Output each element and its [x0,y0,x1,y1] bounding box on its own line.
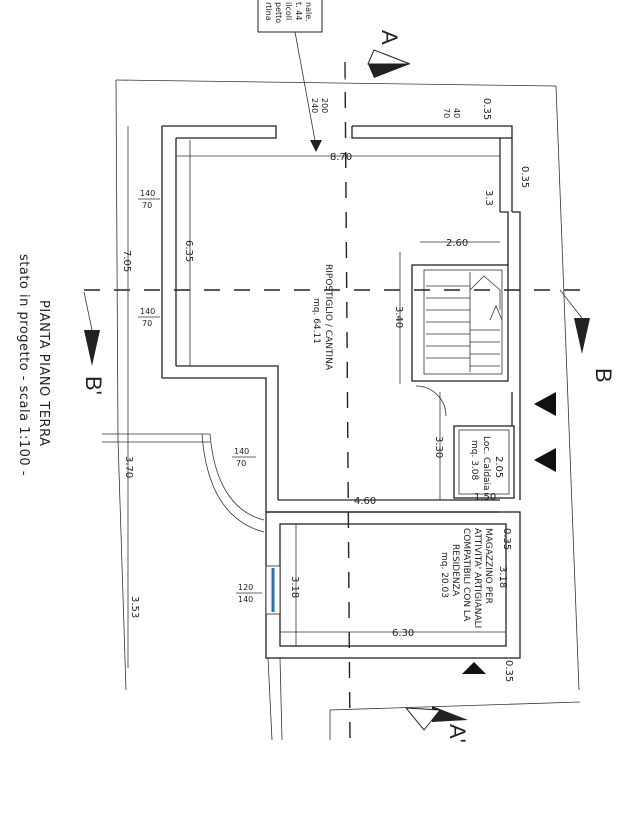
opening-3-den: 70 [142,201,152,210]
staircase [426,272,503,372]
dim-0-35-c: 0.35 [501,528,512,550]
dim-4-60: 4.60 [354,496,376,507]
door-swing [415,385,447,417]
opening-1-num: 200 [320,98,329,113]
legend-line-5: nale. [304,2,313,22]
opening-4-den: 70 [142,319,152,328]
dim-8-70: 8.70 [330,152,352,163]
dimension-lines [127,126,506,668]
legend-line-1: rtina [264,2,273,21]
dim-2-05: 2.05 [493,456,504,478]
dim-3-40: 3.40 [393,306,404,328]
arrow-b [574,318,590,354]
opening-6-num: 120 [238,583,253,592]
room-ripostiglio-name: RIPOSTIGLIO / CANTINA [323,264,333,371]
dim-3-70: 3.70 [123,456,134,478]
section-label-a-prime: A' [445,724,470,743]
room-ripostiglio-area: mq. 64.11 [311,298,321,344]
dim-6-35: 6.35 [183,240,194,262]
title-line-1: PIANTA PIANO TERRA [36,300,51,447]
room-caldaia-area: mq. 3.08 [469,440,479,481]
legend-line-3: ilcoli [284,2,293,20]
room-magazzino-line4: RESIDENZA [450,544,460,597]
dim-1-50: 1.50 [474,492,496,503]
room-magazzino-line1: MAGAZZINO PER [483,528,493,604]
opening-5-den: 70 [236,459,246,468]
dim-3-30: 3.30 [433,436,444,458]
legend-line-2: petto [274,2,283,23]
arrow-a-prime [432,706,468,722]
dim-0-35-a: 0.35 [481,98,492,120]
driveway-curve-inner [209,433,265,521]
dimension-labels: 8.70 7.05 6.35 3.70 3.53 2.60 3.40 3.30 … [121,98,530,682]
dim-3-3: 3.3 [483,190,494,206]
opening-labels: 200 240 40 70 140 70 140 70 140 70 120 1… [138,98,461,604]
opening-2-num: 40 [452,108,461,118]
opening-1-den: 240 [310,98,319,113]
dim-7-05: 7.05 [121,250,132,272]
dim-6-30: 6.30 [392,628,414,639]
section-label-a: A [377,30,402,45]
title-line-2: stato in progetto - scala 1:100 - [16,254,31,476]
section-lines [84,61,588,741]
section-letters: A B B' A' [81,30,616,743]
leader-arrowhead [310,140,322,152]
room-labels: RIPOSTIGLIO / CANTINA mq. 64.11 Loc. Cal… [311,264,493,628]
room-magazzino-area: mq. 20.03 [439,552,449,598]
opening-5-num: 140 [234,447,249,456]
legend-note: rtina petto ilcoli t. 44 nale. [257,0,323,152]
drawing-title: PIANTA PIANO TERRA stato in progetto - s… [16,254,51,476]
dim-3-18-left: 3.18 [289,576,300,598]
dim-3-18-top: 3.18 [497,566,508,588]
arrow-b-prime [84,330,100,366]
dim-0-35-b: 0.35 [519,166,530,188]
opening-3-num: 140 [140,189,155,198]
room-magazzino-line2: ATTIVITA' ARTIGIANALI [472,528,482,628]
dim-2-60: 2.60 [446,238,468,249]
section-arrows [83,49,590,731]
dim-3-53: 3.53 [129,596,140,618]
room-caldaia-name: Loc. Caldaia [481,436,491,491]
entrance-arrows [462,392,556,674]
dim-0-35-d: 0.35 [503,660,514,682]
room-magazzino-line3: COMPATIBILI CON LA [461,528,471,622]
section-label-b: B [591,368,616,383]
entry-arrow-1 [534,392,556,416]
section-label-b-prime: B' [81,376,106,395]
entry-arrow-3 [462,662,486,674]
entry-arrow-2 [534,448,556,472]
arrow-a [368,64,410,78]
legend-line-4: t. 44 [294,2,303,20]
driveway-curve-outer [201,433,265,533]
sheet-border [115,79,580,691]
opening-4-num: 140 [140,307,155,316]
opening-2-den: 70 [442,108,451,118]
building-walls [102,125,581,741]
opening-6-den: 140 [238,595,253,604]
